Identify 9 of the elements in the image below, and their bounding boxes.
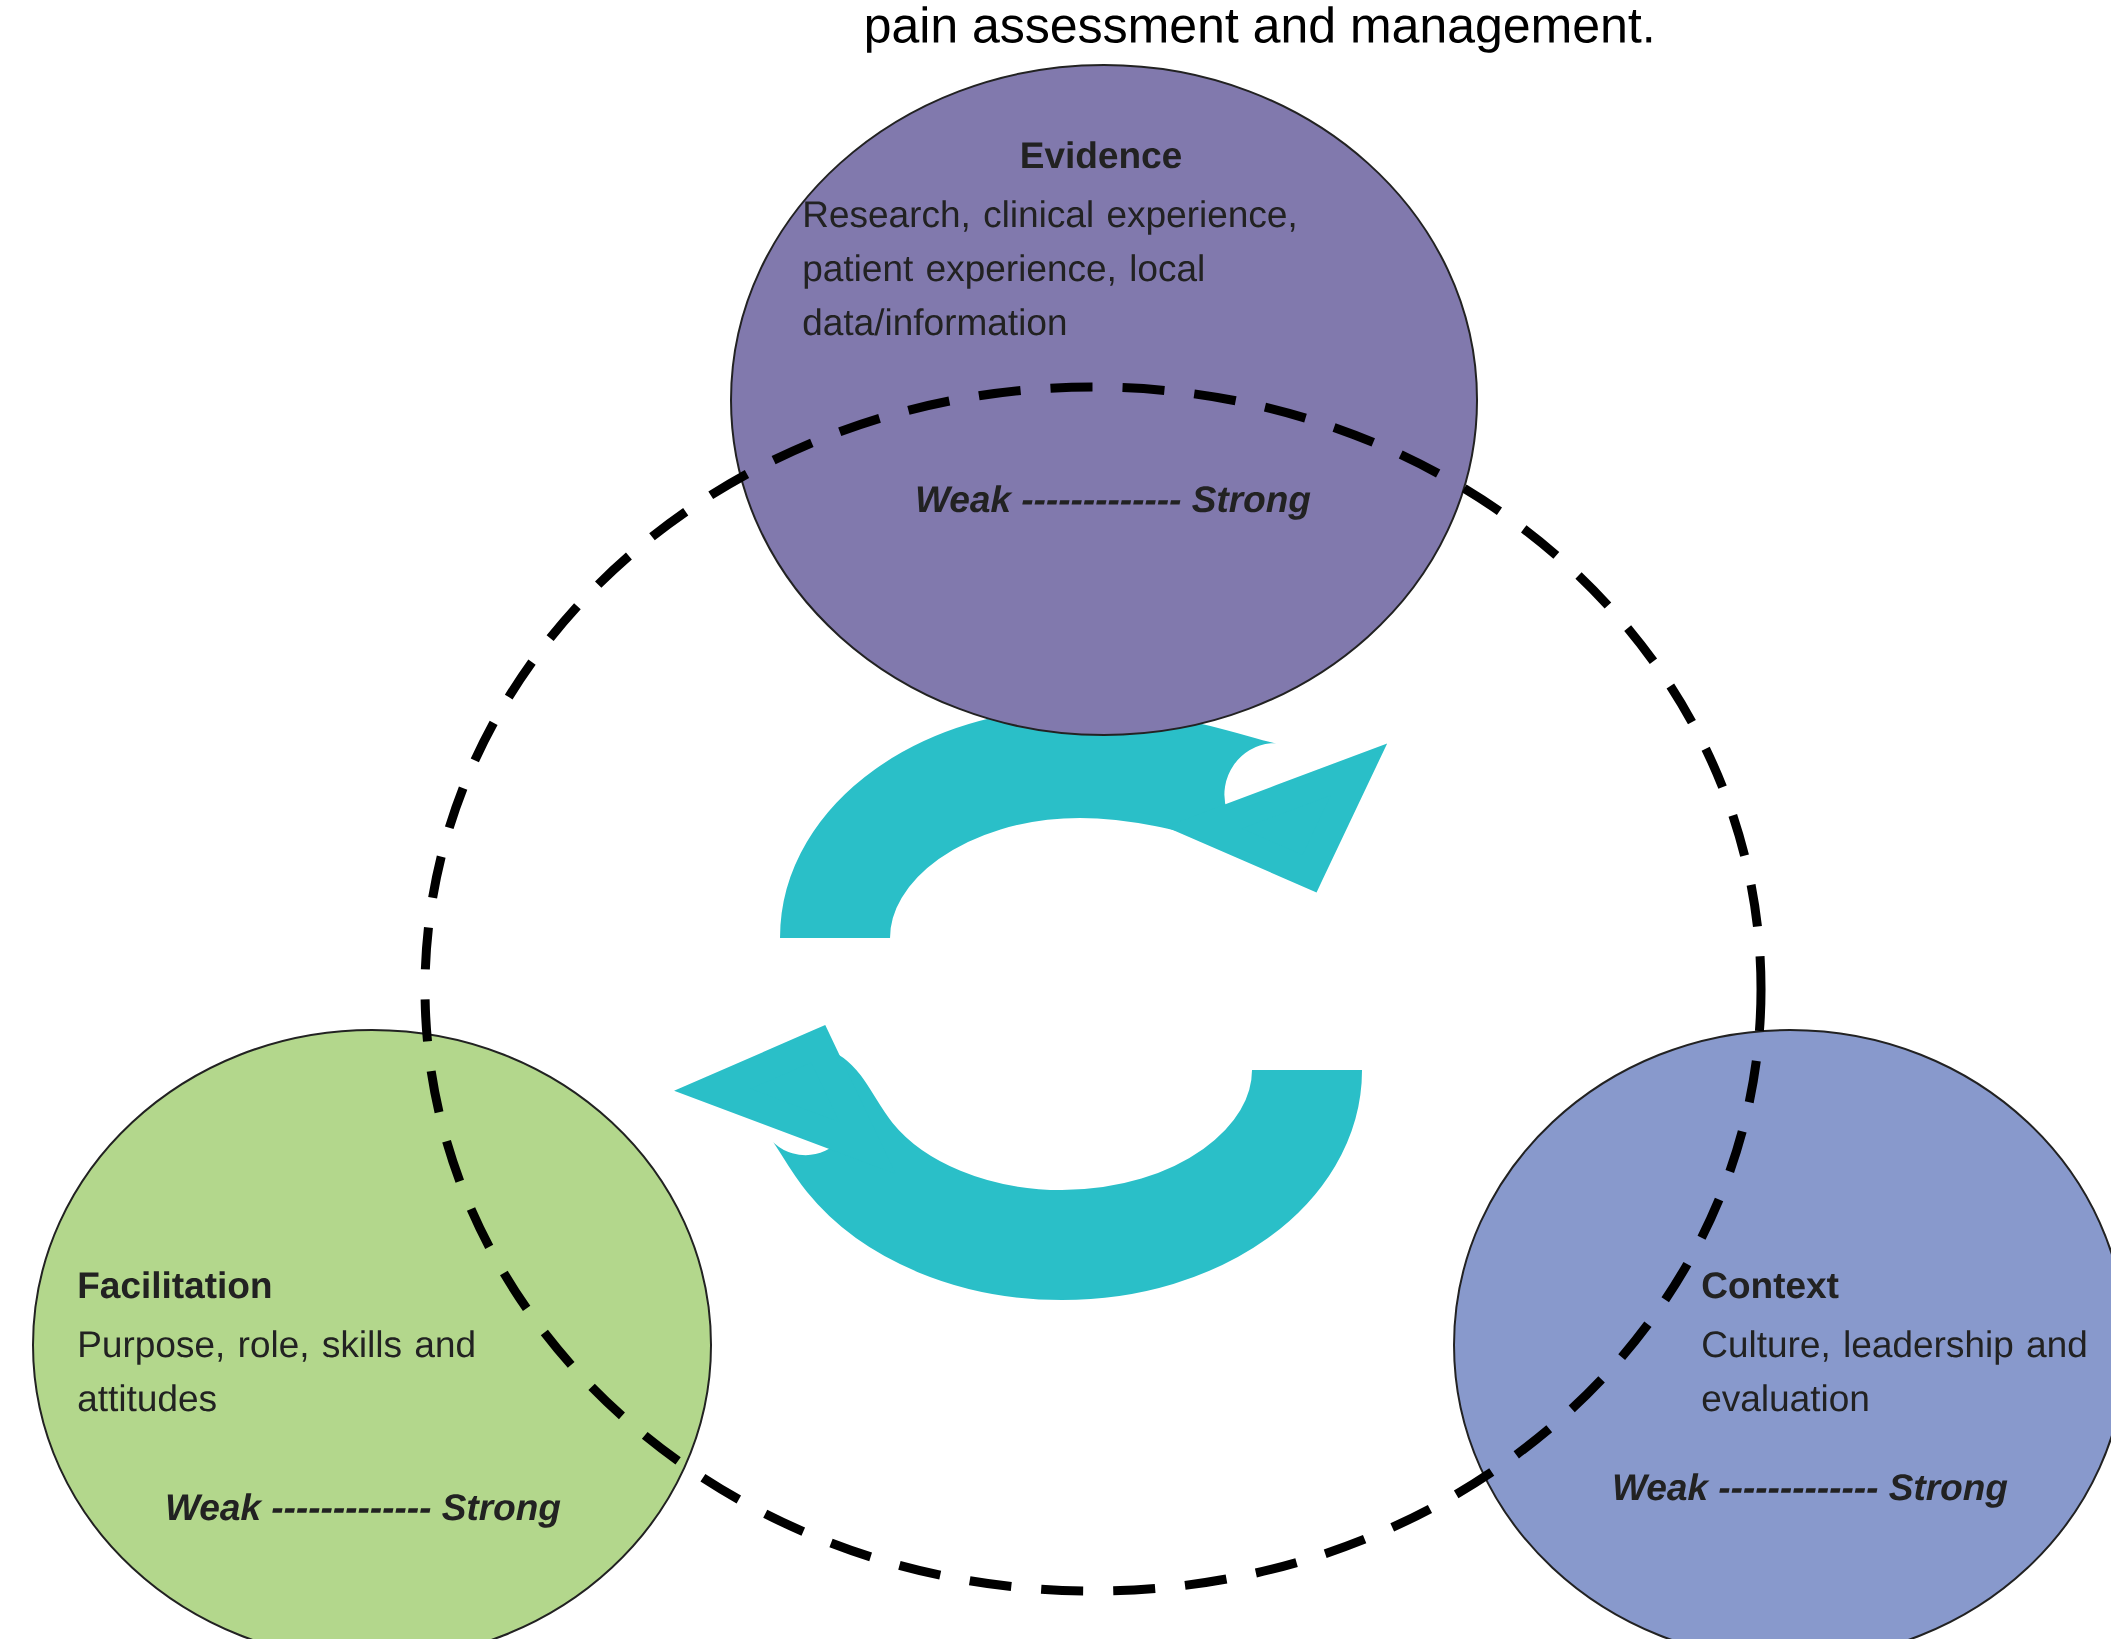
description: Research, clinical experience, patient experience, local data/information	[803, 200, 1295, 336]
heading: Evidence	[1022, 141, 1181, 169]
scale-text: Weak ------------- Strong	[917, 485, 1311, 520]
scale-text: Weak ------------- Strong	[167, 1493, 561, 1528]
heading: Context	[1702, 1272, 1839, 1299]
description: Purpose, role, skills and attitudes	[78, 1330, 474, 1412]
scale-text: Weak ------------- Strong	[1614, 1473, 2008, 1508]
heading: Facilitation	[79, 1271, 271, 1299]
description: Culture, leadership and evaluation	[1702, 1330, 2086, 1412]
